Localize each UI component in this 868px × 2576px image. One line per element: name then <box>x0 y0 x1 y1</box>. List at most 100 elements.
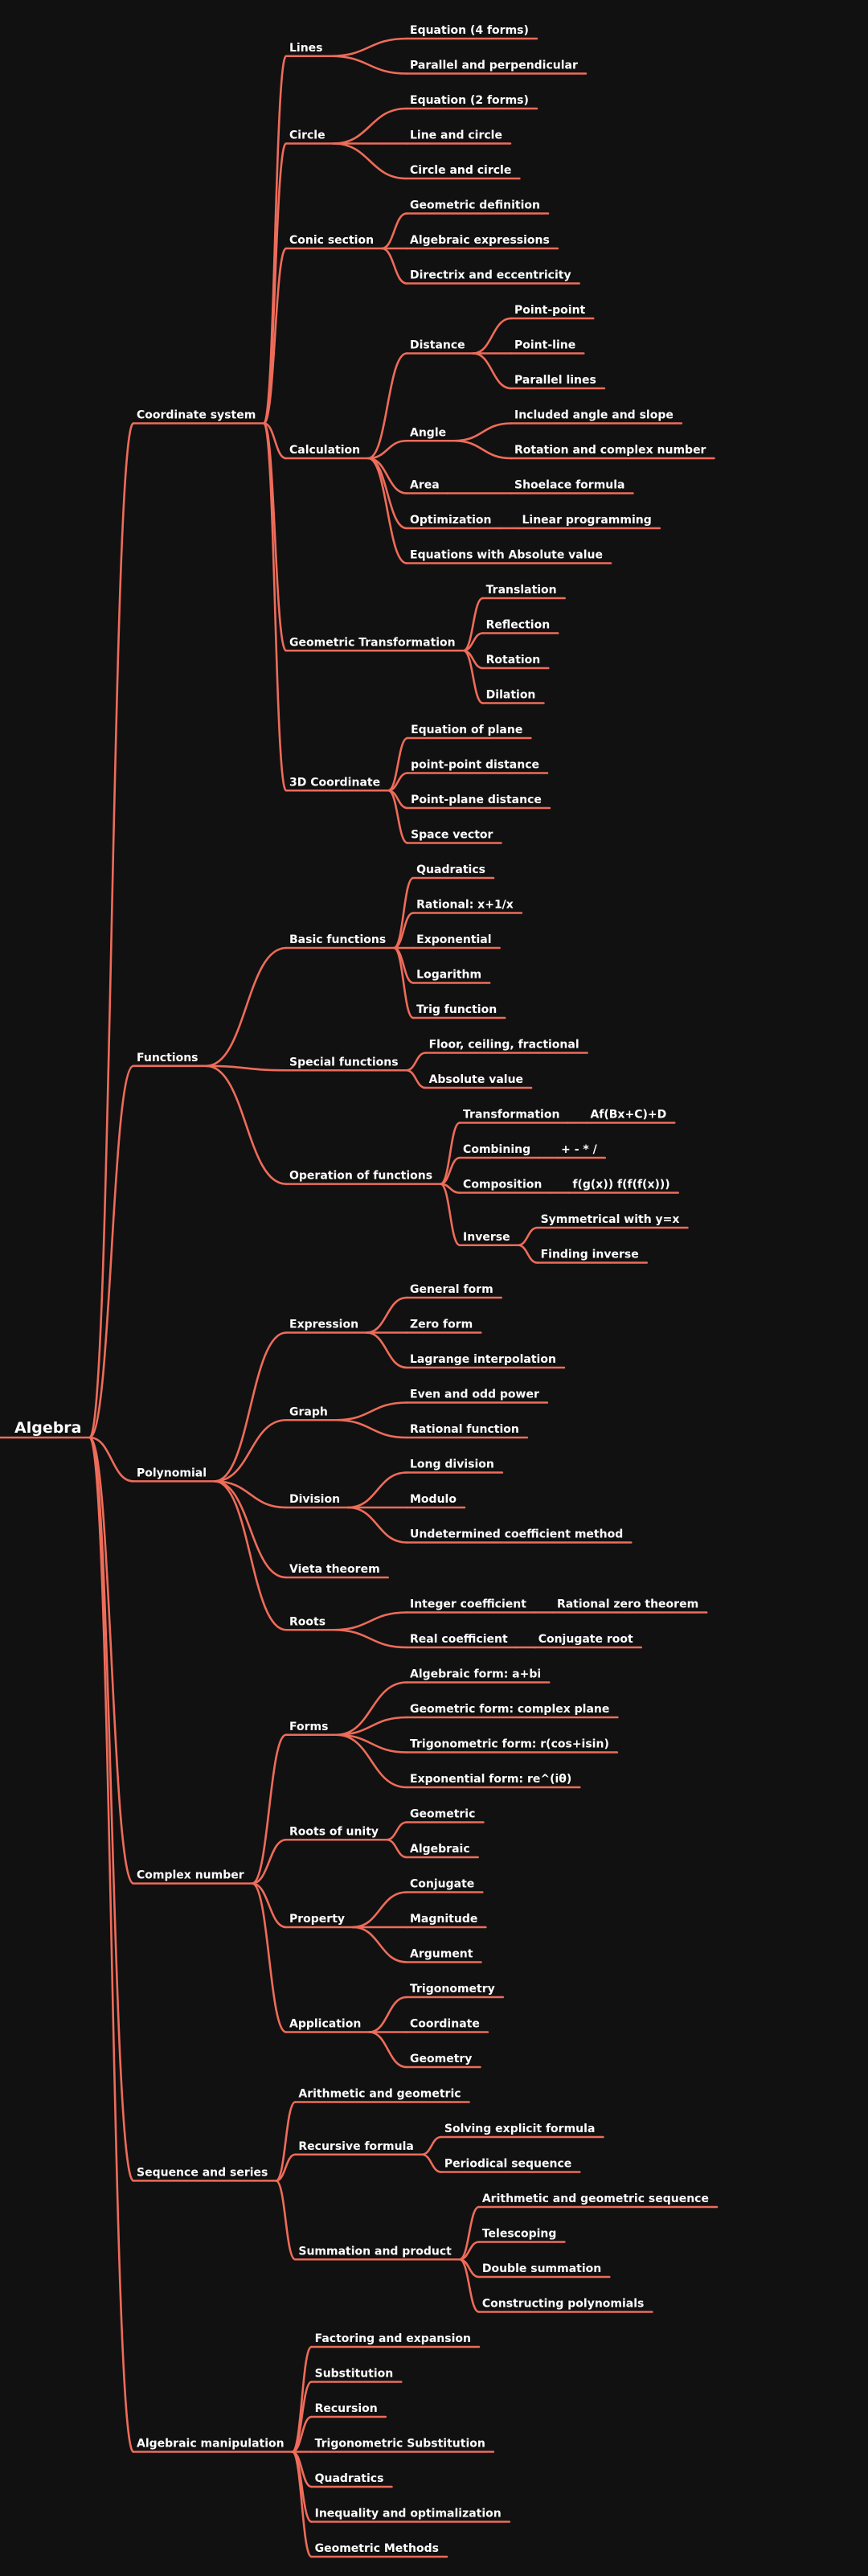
node-exponential[interactable]: Exponential <box>416 933 491 946</box>
node-inverse[interactable]: Inverse <box>463 1231 510 1244</box>
node-application[interactable]: Application <box>289 2018 361 2031</box>
node-absolute-value[interactable]: Absolute value <box>429 1073 523 1086</box>
node-equations-with-absolute-value[interactable]: Equations with Absolute value <box>410 549 603 562</box>
node-algebraic-manipulation[interactable]: Algebraic manipulation <box>137 2438 285 2451</box>
node-translation[interactable]: Translation <box>486 584 557 597</box>
node-summation-and-product[interactable]: Summation and product <box>298 2245 452 2258</box>
node-directrix-and-eccentricity[interactable]: Directrix and eccentricity <box>410 269 571 282</box>
node-argument[interactable]: Argument <box>410 1948 473 1961</box>
node-af-bx-c-d[interactable]: Af(Bx+C)+D <box>590 1109 666 1122</box>
node-substitution[interactable]: Substitution <box>315 2368 394 2381</box>
node-sequence-and-series[interactable]: Sequence and series <box>137 2166 268 2179</box>
node-forms[interactable]: Forms <box>289 1721 328 1733</box>
node-calculation[interactable]: Calculation <box>289 444 360 457</box>
node-rotation-and-complex-number[interactable]: Rotation and complex number <box>514 444 706 457</box>
node-3d-coordinate[interactable]: 3D Coordinate <box>289 776 380 789</box>
node-coordinate-system[interactable]: Coordinate system <box>137 409 256 422</box>
node-parallel-and-perpendicular[interactable]: Parallel and perpendicular <box>410 59 578 72</box>
node-solving-explicit-formula[interactable]: Solving explicit formula <box>444 2123 596 2135</box>
node-geometric-form-complex-plane[interactable]: Geometric form: complex plane <box>410 1703 609 1716</box>
node-polynomial[interactable]: Polynomial <box>137 1466 207 1479</box>
node-real-coefficient[interactable]: Real coefficient <box>410 1633 508 1646</box>
node-optimization[interactable]: Optimization <box>410 514 491 527</box>
node-symmetrical-with-y-x[interactable]: Symmetrical with y=x <box>541 1213 680 1226</box>
node-algebraic[interactable]: Algebraic <box>410 1843 470 1856</box>
node-dilation[interactable]: Dilation <box>486 689 536 702</box>
node-space-vector[interactable]: Space vector <box>411 829 493 842</box>
node-included-angle-and-slope[interactable]: Included angle and slope <box>514 409 674 422</box>
node-point-point-distance[interactable]: point-point distance <box>411 759 539 772</box>
node-linear-programming[interactable]: Linear programming <box>522 514 651 527</box>
node-trigonometric-substitution[interactable]: Trigonometric Substitution <box>315 2438 485 2451</box>
node-even-and-odd-power[interactable]: Even and odd power <box>410 1388 539 1401</box>
node-algebraic-form-a-bi[interactable]: Algebraic form: a+bi <box>410 1668 541 1681</box>
node-quadratics[interactable]: Quadratics <box>315 2472 384 2485</box>
node-recursion[interactable]: Recursion <box>315 2402 378 2415</box>
node-quadratics[interactable]: Quadratics <box>416 863 485 876</box>
node-double-summation[interactable]: Double summation <box>482 2262 601 2275</box>
root-node-algebra[interactable]: Algebra <box>14 1419 82 1437</box>
node-conjugate[interactable]: Conjugate <box>410 1878 474 1891</box>
node-trigonometry[interactable]: Trigonometry <box>410 1983 495 1996</box>
node-roots[interactable]: Roots <box>289 1615 326 1628</box>
node-distance[interactable]: Distance <box>410 339 465 352</box>
node-floor-ceiling-fractional[interactable]: Floor, ceiling, fractional <box>429 1039 579 1052</box>
node-point-point[interactable]: Point-point <box>514 304 586 317</box>
node-lines[interactable]: Lines <box>289 42 323 55</box>
node-rational-x-1-x[interactable]: Rational: x+1/x <box>416 899 514 912</box>
node-exponential-form-re-i[interactable]: Exponential form: re^(iθ) <box>410 1773 571 1786</box>
node-geometric-methods[interactable]: Geometric Methods <box>315 2542 439 2555</box>
node-periodical-sequence[interactable]: Periodical sequence <box>444 2158 571 2171</box>
node-transformation[interactable]: Transformation <box>463 1109 559 1122</box>
node-geometric[interactable]: Geometric <box>410 1808 475 1821</box>
node-trig-function[interactable]: Trig function <box>416 1003 497 1016</box>
node-inequality-and-optimalization[interactable]: Inequality and optimalization <box>315 2508 502 2521</box>
node-expression[interactable]: Expression <box>289 1319 358 1331</box>
node-geometry[interactable]: Geometry <box>410 2053 472 2065</box>
node-f-g-x-f-f-f-x[interactable]: f(g(x)) f(f(f(x))) <box>572 1179 669 1192</box>
node-shoelace-formula[interactable]: Shoelace formula <box>514 479 625 492</box>
node-recursive-formula[interactable]: Recursive formula <box>298 2140 414 2153</box>
node-functions[interactable]: Functions <box>137 1052 199 1064</box>
node-integer-coefficient[interactable]: Integer coefficient <box>410 1598 526 1611</box>
node-operation-of-functions[interactable]: Operation of functions <box>289 1170 432 1183</box>
node-complex-number[interactable]: Complex number <box>137 1869 244 1882</box>
node-division[interactable]: Division <box>289 1493 340 1506</box>
node-circle[interactable]: Circle <box>289 129 326 142</box>
node-arithmetic-and-geometric[interactable]: Arithmetic and geometric <box>298 2088 461 2101</box>
node-lagrange-interpolation[interactable]: Lagrange interpolation <box>410 1353 556 1366</box>
node-coordinate[interactable]: Coordinate <box>410 2018 480 2031</box>
node-basic-functions[interactable]: Basic functions <box>289 933 386 946</box>
node-conic-section[interactable]: Conic section <box>289 234 374 247</box>
node-circle-and-circle[interactable]: Circle and circle <box>410 164 511 177</box>
node-constructing-polynomials[interactable]: Constructing polynomials <box>482 2298 645 2311</box>
node-equation-2-forms[interactable]: Equation (2 forms) <box>410 94 529 107</box>
node-property[interactable]: Property <box>289 1913 345 1926</box>
node-area[interactable]: Area <box>410 479 440 492</box>
node-long-division[interactable]: Long division <box>410 1458 494 1471</box>
node-point-plane-distance[interactable]: Point-plane distance <box>411 794 542 806</box>
node-point-line[interactable]: Point-line <box>514 339 575 352</box>
node-special-functions[interactable]: Special functions <box>289 1056 399 1069</box>
node-geometric-definition[interactable]: Geometric definition <box>410 199 540 212</box>
node-composition[interactable]: Composition <box>463 1179 542 1192</box>
node-modulo[interactable]: Modulo <box>410 1493 457 1506</box>
node-equation-4-forms[interactable]: Equation (4 forms) <box>410 24 529 37</box>
node-rational-function[interactable]: Rational function <box>410 1423 519 1436</box>
node-rotation[interactable]: Rotation <box>486 654 541 667</box>
node-vieta-theorem[interactable]: Vieta theorem <box>289 1563 380 1576</box>
node-general-form[interactable]: General form <box>410 1283 493 1296</box>
node-roots-of-unity[interactable]: Roots of unity <box>289 1825 379 1838</box>
node-trigonometric-form-r-cos-isin[interactable]: Trigonometric form: r(cos+isin) <box>410 1738 609 1751</box>
node-zero-form[interactable]: Zero form <box>410 1319 473 1331</box>
node-finding-inverse[interactable]: Finding inverse <box>541 1249 639 1261</box>
node-parallel-lines[interactable]: Parallel lines <box>514 374 596 387</box>
node-telescoping[interactable]: Telescoping <box>482 2228 557 2241</box>
node-geometric-transformation[interactable]: Geometric Transformation <box>289 636 456 649</box>
node-node[interactable]: + - * / <box>561 1143 597 1156</box>
node-magnitude[interactable]: Magnitude <box>410 1913 477 1926</box>
node-angle[interactable]: Angle <box>410 426 446 439</box>
node-undetermined-coefficient-method[interactable]: Undetermined coefficient method <box>410 1528 623 1541</box>
node-graph[interactable]: Graph <box>289 1405 328 1418</box>
node-arithmetic-and-geometric-sequence[interactable]: Arithmetic and geometric sequence <box>482 2192 709 2205</box>
